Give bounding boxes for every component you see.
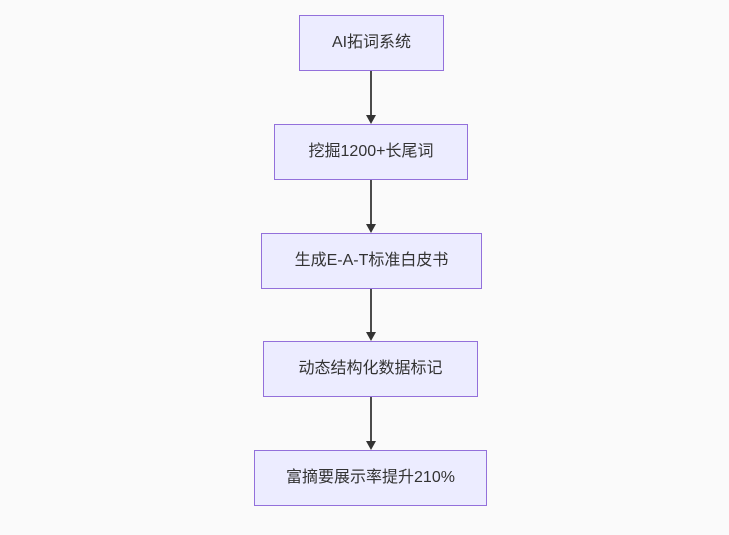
arrow-line — [370, 289, 372, 333]
flow-arrow-1 — [365, 71, 377, 124]
node-label: 动态结构化数据标记 — [298, 360, 443, 378]
arrow-line — [370, 397, 372, 442]
flowchart-node-structured-data-markup: 动态结构化数据标记 — [263, 341, 478, 397]
flow-arrow-3 — [365, 289, 377, 341]
node-label: 挖掘1200+长尾词 — [308, 143, 434, 161]
flowchart-node-ai-keyword-system: AI拓词系统 — [299, 15, 444, 71]
flowchart-node-rich-snippet-rate: 富摘要展示率提升210% — [254, 450, 487, 506]
flowchart-node-eat-whitepaper: 生成E-A-T标准白皮书 — [261, 233, 482, 289]
arrow-line — [370, 180, 372, 225]
node-label: AI拓词系统 — [331, 34, 412, 52]
arrow-head-down-icon — [366, 224, 376, 233]
arrow-line — [370, 71, 372, 116]
arrow-head-down-icon — [366, 115, 376, 124]
node-label: 生成E-A-T标准白皮书 — [294, 252, 449, 270]
flowchart-node-longtail-mining: 挖掘1200+长尾词 — [274, 124, 468, 180]
arrow-head-down-icon — [366, 441, 376, 450]
node-label: 富摘要展示率提升210% — [286, 469, 455, 487]
flow-arrow-2 — [365, 180, 377, 233]
flow-arrow-4 — [365, 397, 377, 450]
arrow-head-down-icon — [366, 332, 376, 341]
